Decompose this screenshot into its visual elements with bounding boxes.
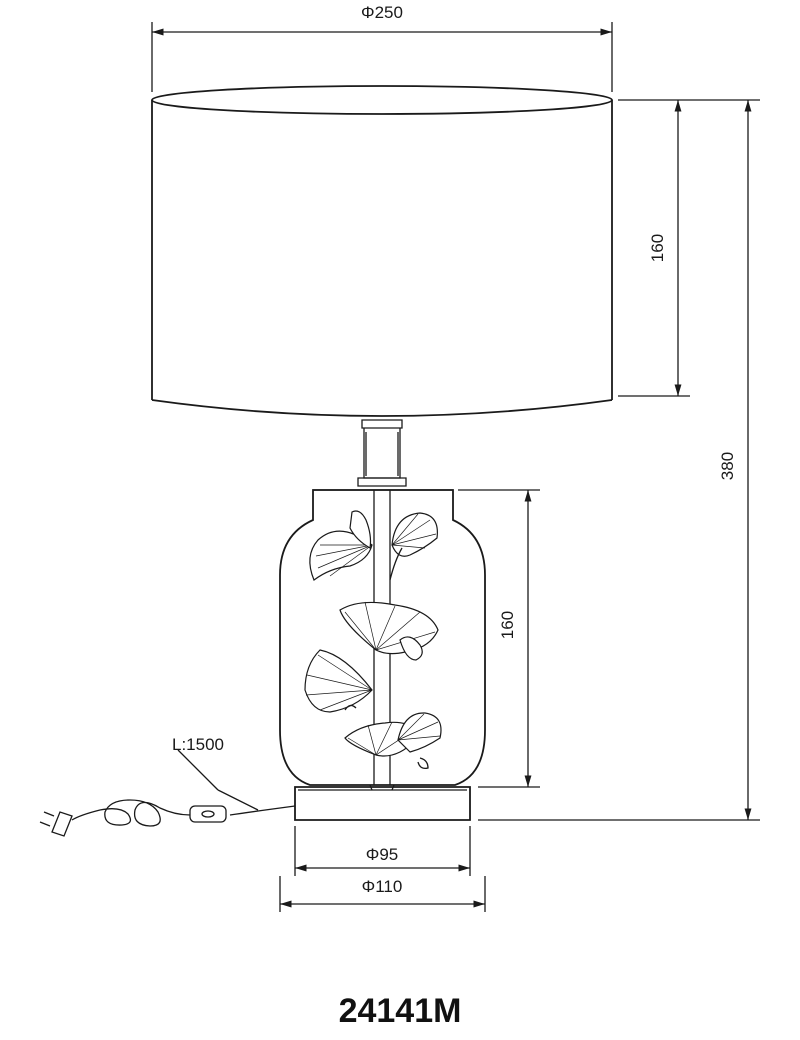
lamp-neck <box>357 419 407 487</box>
base-height-label: 160 <box>498 611 517 639</box>
ginkgo-leaf-decoration <box>304 510 442 770</box>
dimension-shade-height: 160 <box>618 99 690 397</box>
model-number: 24141M <box>338 992 462 1030</box>
lamp-base <box>294 784 471 821</box>
power-cord <box>39 749 296 837</box>
dimension-base-top-diameter: Φ95 <box>294 826 471 876</box>
cord-length-label: L:1500 <box>172 735 224 754</box>
dimension-base-bottom-diameter: Φ110 <box>279 876 486 912</box>
shade-diameter-label: Φ250 <box>361 3 403 22</box>
base-top-diameter-label: Φ95 <box>366 845 398 864</box>
shade-height-label: 160 <box>648 234 667 262</box>
dimension-shade-diameter: Φ250 <box>151 3 613 92</box>
dimension-base-height: 160 <box>458 489 540 788</box>
dimension-total-height: 380 <box>478 99 760 821</box>
base-bottom-diameter-label: Φ110 <box>362 877 403 896</box>
lamp-shade <box>151 85 613 417</box>
total-height-label: 380 <box>718 452 737 480</box>
